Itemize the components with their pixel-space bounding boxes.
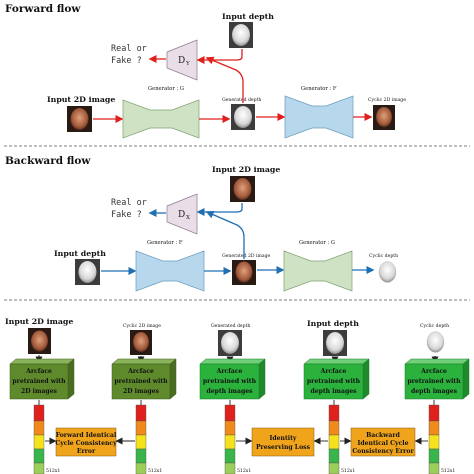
forward-input-2d-label: Input 2D image bbox=[47, 95, 115, 104]
forward-generated-depth-label: Generated depth bbox=[222, 97, 261, 103]
svg-text:pretrained with: pretrained with bbox=[12, 378, 66, 385]
svg-text:Y: Y bbox=[185, 61, 190, 67]
bottom-input-depth-image bbox=[323, 330, 347, 356]
backward-input-2d-image bbox=[230, 176, 255, 202]
backward-discriminator-dx: D X bbox=[166, 193, 198, 235]
embedding-bar-2 bbox=[135, 404, 147, 474]
forward-identical-cycle-loss-box: Forward Identical Cycle Consistency Erro… bbox=[55, 427, 117, 457]
svg-text:pretrained with: pretrained with bbox=[203, 378, 257, 385]
bottom-generated-depth-label: Generated depth bbox=[211, 323, 250, 329]
forward-generator-f bbox=[284, 95, 354, 139]
dim-label-5: 512x1 bbox=[441, 468, 455, 474]
backward-generated-2d-image bbox=[232, 260, 256, 285]
identity-preserving-loss-box: Identity Preserving Loss bbox=[251, 427, 315, 457]
svg-text:Arcface: Arcface bbox=[127, 368, 154, 375]
svg-text:D: D bbox=[178, 210, 185, 220]
bottom-input-depth-label: Input depth bbox=[307, 319, 359, 328]
backward-generated-2d-label: Generated 2D image bbox=[222, 253, 271, 259]
arcface-2d-box-2: Arcface pretrained with 2D images bbox=[111, 358, 177, 400]
backward-generator-g bbox=[283, 250, 353, 292]
backward-generator-f bbox=[135, 250, 205, 292]
forward-generated-depth-image bbox=[231, 104, 255, 130]
bottom-generated-depth-image bbox=[218, 330, 242, 356]
svg-text:Cycle Consistency: Cycle Consistency bbox=[55, 440, 117, 447]
svg-text:Arcface: Arcface bbox=[420, 368, 447, 375]
backward-generated-2d-to-dx-arrow bbox=[205, 210, 245, 259]
bottom-input-2d-image bbox=[28, 328, 51, 354]
backward-fake: Fake ? bbox=[111, 210, 142, 220]
svg-text:2D images: 2D images bbox=[123, 388, 159, 395]
backward-input-depth-image bbox=[75, 259, 100, 285]
embedding-bar-5 bbox=[428, 404, 440, 474]
backward-cyclic-depth-label: Cyclic depth bbox=[369, 253, 398, 259]
bottom-cyclic-2d-label: Cyclic 2D image bbox=[123, 323, 161, 329]
bottom-cyclic-depth-image bbox=[424, 330, 447, 355]
svg-text:X: X bbox=[186, 215, 190, 221]
arcface-2d-box-1: Arcface pretrained with 2D images bbox=[9, 358, 75, 400]
forward-discriminator-dy: D Y bbox=[166, 39, 198, 81]
arcface-depth-box-1: Arcface pretrained with depth images bbox=[199, 358, 266, 400]
backward-cyclic-depth-image bbox=[376, 260, 399, 285]
svg-text:pretrained with: pretrained with bbox=[307, 378, 361, 385]
backward-flow-title: Backward flow bbox=[5, 155, 91, 167]
svg-text:depth images: depth images bbox=[310, 388, 357, 395]
svg-text:Forward Identical: Forward Identical bbox=[56, 432, 117, 439]
bottom-cyclic-2d-image bbox=[130, 330, 152, 355]
forward-real-or: Real or bbox=[111, 44, 147, 54]
svg-text:Backward: Backward bbox=[366, 432, 400, 439]
svg-text:Consistency Error: Consistency Error bbox=[352, 448, 414, 455]
svg-text:Arcface: Arcface bbox=[216, 368, 243, 375]
svg-text:depth images: depth images bbox=[206, 388, 253, 395]
backward-input-2d-label: Input 2D image bbox=[212, 165, 280, 174]
svg-text:Identical Cycle: Identical Cycle bbox=[358, 440, 409, 447]
forward-generator-g bbox=[122, 99, 200, 139]
dim-label-1: 512x1 bbox=[46, 468, 60, 474]
forward-generator-f-label: Generator : F bbox=[301, 86, 337, 92]
svg-text:Identity: Identity bbox=[270, 435, 297, 442]
backward-generator-f-label: Generator : F bbox=[147, 240, 183, 246]
backward-generator-g-label: Generator : G bbox=[299, 240, 335, 246]
svg-text:pretrained with: pretrained with bbox=[114, 378, 168, 385]
forward-flow-title: Forward flow bbox=[5, 3, 81, 15]
svg-text:Arcface: Arcface bbox=[25, 368, 52, 375]
forward-input-depth-to-dy-arrow bbox=[196, 56, 243, 64]
svg-text:Error: Error bbox=[77, 448, 96, 455]
svg-text:depth images: depth images bbox=[411, 388, 458, 395]
forward-generator-g-label: Generator : G bbox=[148, 86, 184, 92]
backward-input-depth-label: Input depth bbox=[54, 249, 106, 258]
bottom-cyclic-depth-label: Cyclic depth bbox=[420, 323, 449, 329]
svg-text:pretrained with: pretrained with bbox=[407, 378, 461, 385]
svg-text:D: D bbox=[178, 56, 185, 66]
forward-cyclic-2d-label: Cyclic 2D image bbox=[368, 97, 406, 103]
dim-label-2: 512x1 bbox=[148, 468, 162, 474]
embedding-bar-1 bbox=[33, 404, 45, 474]
svg-text:2D images: 2D images bbox=[21, 388, 57, 395]
bottom-input-2d-label: Input 2D image bbox=[5, 317, 73, 326]
backward-input-2d-to-dx-arrow bbox=[196, 203, 243, 216]
forward-cyclic-2d-image bbox=[373, 105, 395, 130]
dim-label-4: 512x1 bbox=[341, 468, 355, 474]
dim-label-3: 512x1 bbox=[237, 468, 251, 474]
svg-text:Preserving Loss: Preserving Loss bbox=[256, 444, 311, 451]
arcface-depth-box-3: Arcface pretrained with depth images bbox=[404, 358, 470, 400]
embedding-bar-3 bbox=[224, 404, 236, 474]
backward-identical-cycle-loss-box: Backward Identical Cycle Consistency Err… bbox=[350, 427, 416, 457]
svg-text:Arcface: Arcface bbox=[320, 368, 347, 375]
arcface-depth-box-2: Arcface pretrained with depth images bbox=[303, 358, 370, 400]
forward-fake: Fake ? bbox=[111, 56, 142, 66]
forward-input-2d-image bbox=[67, 106, 92, 132]
forward-generated-depth-to-dy-arrow bbox=[205, 56, 244, 103]
embedding-bar-4 bbox=[328, 404, 340, 474]
forward-input-depth-image bbox=[229, 22, 253, 48]
backward-real-or: Real or bbox=[111, 198, 147, 208]
forward-input-depth-label: Input depth bbox=[222, 12, 274, 21]
